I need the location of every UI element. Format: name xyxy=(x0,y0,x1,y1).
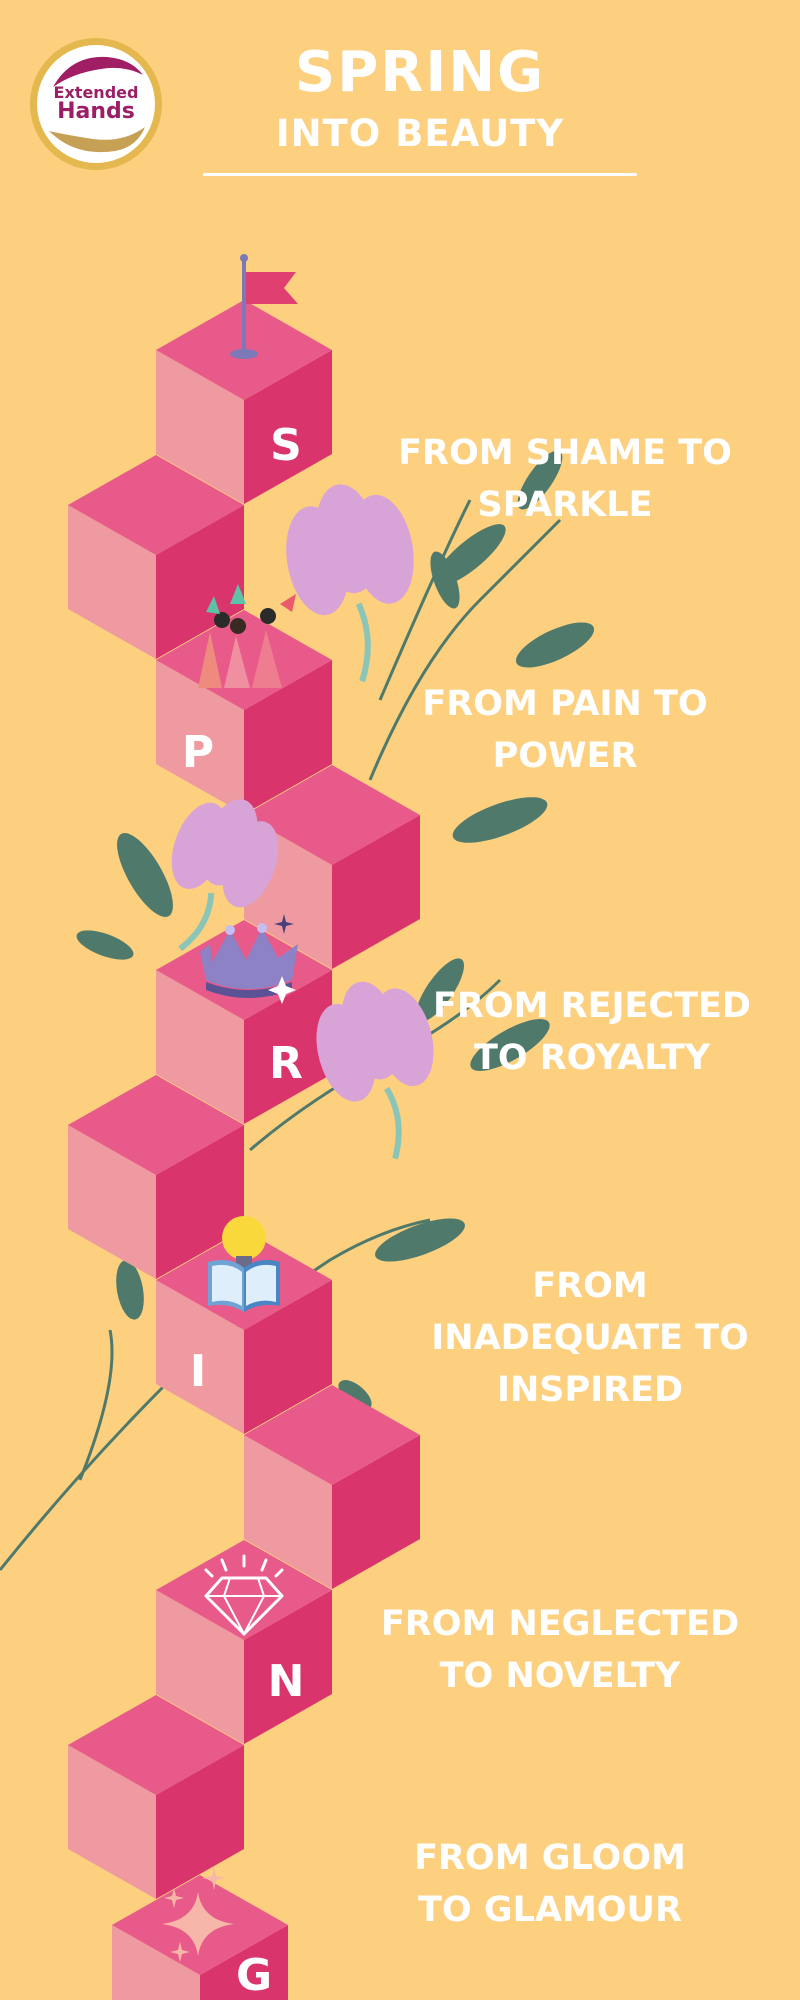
sparkle-icon xyxy=(162,1866,234,1962)
flower-stem xyxy=(355,602,371,683)
cube-right-face xyxy=(244,970,332,1124)
cube-right-face xyxy=(332,815,420,969)
leaf xyxy=(76,930,134,960)
vine-stem xyxy=(78,1329,114,1481)
step-caption-g: FROM GLOOM TO GLAMOUR xyxy=(414,1838,686,1930)
leaf xyxy=(470,1019,550,1071)
cube-right-face xyxy=(200,1925,288,2000)
cube xyxy=(112,1875,288,2000)
cube-left-face xyxy=(68,1125,156,1279)
cube-left-face xyxy=(156,660,244,814)
cube xyxy=(68,455,244,659)
flower xyxy=(316,981,434,1160)
extended-hands-logo: Extended Hands xyxy=(27,35,165,173)
vine-decoration xyxy=(0,450,595,1571)
logo-text-extended: Extended xyxy=(53,83,139,102)
step-letter-g: G xyxy=(236,1950,272,2000)
crown-icon xyxy=(200,914,298,1004)
step-caption-s: FROM SHAME TO SPARKLE xyxy=(398,433,732,525)
logo-badge-icon xyxy=(30,38,162,170)
cube-right-face xyxy=(244,1590,332,1744)
logo-text-hands: Hands xyxy=(57,99,135,124)
diamond-icon xyxy=(204,1554,284,1637)
cube-right-face xyxy=(244,350,332,504)
cube-left-face xyxy=(68,1745,156,1899)
cube-left-face xyxy=(156,1590,244,1744)
cube-top-face xyxy=(244,1385,420,1485)
cube xyxy=(156,1540,332,1744)
flower-stem xyxy=(178,892,215,952)
cube xyxy=(68,1695,244,1899)
cube-left-face xyxy=(156,970,244,1124)
leaf xyxy=(517,450,563,510)
cube-right-face xyxy=(244,660,332,814)
page-title: SPRING xyxy=(294,40,546,105)
leaf xyxy=(415,958,465,1022)
cube-left-face xyxy=(112,1925,200,2000)
step-letter-n: N xyxy=(268,1656,305,1707)
cube-right-face xyxy=(332,1435,420,1589)
cube-right-face xyxy=(244,1280,332,1434)
cube-letters: S P R I N G xyxy=(182,420,305,2000)
step-letter-s: S xyxy=(270,420,302,471)
step-caption-n: FROM NEGLECTED TO NOVELTY xyxy=(380,1604,740,1696)
flower-decoration xyxy=(171,484,434,1160)
step-letter-r: R xyxy=(269,1038,303,1089)
cube-staircase xyxy=(68,300,420,2000)
lightbulb-book-icon xyxy=(208,1216,280,1312)
flower-petal xyxy=(351,494,414,604)
cube-left-face xyxy=(244,1435,332,1589)
step-caption-r: FROM REJECTED TO ROYALTY xyxy=(433,986,751,1078)
leaf xyxy=(452,797,548,843)
leaf xyxy=(116,1260,144,1320)
leaf xyxy=(375,1218,465,1262)
cube-left-face xyxy=(68,505,156,659)
flower-petal xyxy=(222,821,279,908)
leaf xyxy=(117,832,173,918)
step-letter-p: P xyxy=(182,727,214,778)
cube xyxy=(244,1385,420,1589)
vine-stem xyxy=(378,499,472,701)
cube-top-face xyxy=(68,1695,244,1795)
cube-top-face xyxy=(244,765,420,865)
title-divider xyxy=(203,173,637,176)
flower-petal xyxy=(374,988,434,1087)
page-subtitle: INTO BEAUTY xyxy=(275,112,565,155)
cube-right-face xyxy=(156,1125,244,1279)
cube xyxy=(68,1075,244,1279)
dancing-women-icon xyxy=(198,584,296,688)
cube-top-face xyxy=(156,1540,332,1640)
flower xyxy=(171,799,279,952)
leaf xyxy=(430,551,460,609)
vine-stem xyxy=(368,518,562,781)
leaf xyxy=(515,622,595,668)
step-caption-p: FROM PAIN TO POWER xyxy=(422,684,708,776)
cube-left-face xyxy=(156,1280,244,1434)
cube-top-face xyxy=(68,455,244,555)
cube-right-face xyxy=(156,1745,244,1899)
step-caption-i: FROM INADEQUATE TO INSPIRED xyxy=(431,1266,749,1410)
flag-icon xyxy=(230,254,298,359)
leaf xyxy=(338,1380,372,1410)
flower-stem xyxy=(384,1086,402,1160)
step-letter-i: I xyxy=(190,1346,206,1397)
cube-left-face xyxy=(156,350,244,504)
flower xyxy=(286,484,414,683)
cube-top-face xyxy=(68,1075,244,1175)
